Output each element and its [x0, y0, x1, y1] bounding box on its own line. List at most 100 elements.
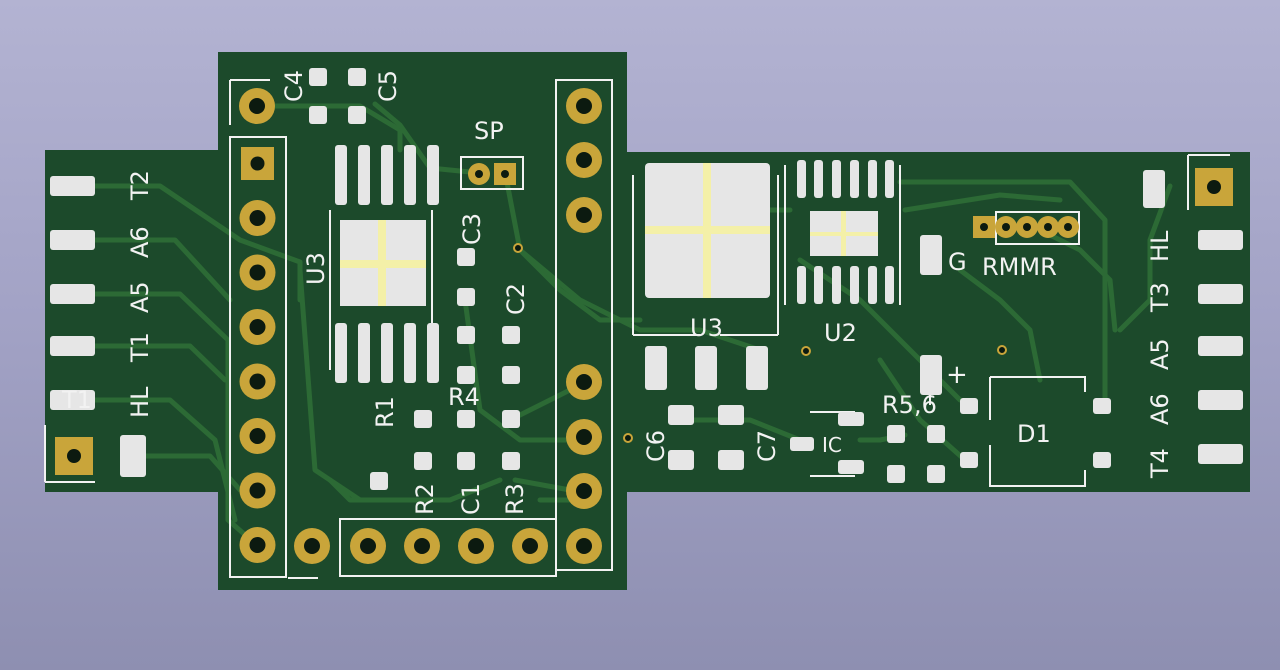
qfn-thermal-pads: [340, 163, 878, 306]
label-left-t1: T1: [126, 332, 154, 363]
smd-pad: [927, 425, 945, 443]
tht-pad-hole: [1044, 223, 1052, 231]
smd-pad: [457, 452, 475, 470]
smd-pad: [1093, 452, 1111, 468]
smd-pads: [50, 68, 1243, 490]
through-hole-pads: [239, 88, 1079, 564]
tht-pad-hole: [414, 538, 430, 554]
smd-pad: [348, 106, 366, 124]
smd-pad: [960, 452, 978, 468]
smd-pad: [746, 346, 768, 390]
smd-pad: [814, 160, 823, 198]
smd-pad: [850, 160, 859, 198]
label-r1: R1: [371, 396, 399, 428]
silkscreen-text: C4 C5 SP U3 C3 C2 R1 R4 R2 C1 R3 T2 A6 A…: [61, 70, 1174, 515]
label-right-t4: T4: [1146, 448, 1174, 479]
square-pads: [55, 147, 1233, 475]
smd-pad: [358, 145, 370, 205]
smd-pad: [668, 450, 694, 470]
smd-pad: [920, 355, 942, 395]
smd-pad: [695, 346, 717, 390]
label-rmmr: RMMR: [982, 253, 1057, 281]
smd-pad: [885, 266, 894, 304]
label-left-t1-bottom: T1: [61, 386, 92, 414]
label-u3-right: U3: [690, 314, 723, 342]
tht-pad-hole: [360, 538, 376, 554]
tht-pad-hole: [576, 483, 592, 499]
label-c5: C5: [374, 70, 402, 102]
label-left-t2: T2: [126, 170, 154, 201]
smd-pad: [427, 323, 439, 383]
label-left-a5: A5: [126, 281, 154, 313]
tht-pad-hole: [576, 98, 592, 114]
tht-pad-hole: [576, 538, 592, 554]
label-plus: +: [946, 360, 968, 390]
smd-pad: [502, 452, 520, 470]
tht-pad-hole: [576, 374, 592, 390]
label-c3: C3: [458, 213, 486, 245]
smd-pad: [50, 230, 95, 250]
label-c1: C1: [457, 483, 485, 515]
smd-pad: [381, 323, 393, 383]
label-d1: D1: [1017, 420, 1051, 448]
smd-pad: [1198, 230, 1243, 250]
smd-pad: [790, 437, 814, 451]
tht-pad-hole: [1064, 223, 1072, 231]
tht-pad-hole: [1023, 223, 1031, 231]
label-c2: C2: [502, 283, 530, 315]
smd-pad: [1198, 390, 1243, 410]
smd-pad: [335, 145, 347, 205]
smd-pad: [927, 465, 945, 483]
tht-pad-hole: [475, 170, 483, 178]
smd-pad: [50, 390, 95, 410]
label-u3-left: U3: [302, 252, 330, 285]
smd-pad: [502, 366, 520, 384]
smd-pad: [120, 435, 146, 477]
smd-pad: [427, 145, 439, 205]
smd-pad: [457, 410, 475, 428]
label-c7: C7: [753, 430, 781, 462]
tht-pad-hole: [576, 429, 592, 445]
tht-pad-hole: [249, 373, 266, 390]
copper-traces: [92, 101, 1173, 549]
smd-pad: [50, 284, 95, 304]
tht-pad-hole: [304, 538, 320, 554]
smd-pad: [309, 68, 327, 86]
smd-pad: [797, 266, 806, 304]
label-right-a6: A6: [1146, 393, 1174, 425]
label-ic: IC: [822, 433, 842, 457]
tht-pad-hole: [249, 98, 265, 114]
tht-pad-hole: [249, 482, 266, 499]
label-right-a5: A5: [1146, 338, 1174, 370]
tht-pad-hole: [249, 210, 266, 226]
smd-pad: [797, 160, 806, 198]
smd-pad: [814, 266, 823, 304]
smd-pad: [404, 323, 416, 383]
tht-pad-hole: [576, 207, 592, 223]
vias: [513, 243, 1007, 443]
smd-pad: [1093, 398, 1111, 414]
smd-pad: [1198, 336, 1243, 356]
tht-pad-hole: [249, 537, 266, 553]
smd-pad: [457, 366, 475, 384]
label-g: G: [948, 248, 967, 276]
label-left-hl: HL: [126, 386, 154, 418]
tht-pad-hole: [249, 319, 266, 335]
smd-pad: [920, 235, 942, 275]
smd-pad: [832, 160, 841, 198]
smd-pad: [718, 405, 744, 425]
tht-pad-hole: [522, 538, 538, 554]
smd-pad: [457, 288, 475, 306]
smd-pad: [502, 326, 520, 344]
label-right-t3: T3: [1146, 282, 1174, 313]
label-r3: R3: [501, 483, 529, 515]
label-right-hl: HL: [1146, 230, 1174, 262]
tht-pad-hole: [249, 264, 266, 281]
smd-pad: [457, 326, 475, 344]
label-sp: SP: [474, 117, 504, 145]
smd-pad: [404, 145, 416, 205]
smd-pad: [887, 425, 905, 443]
label-r56: R5,6: [882, 391, 937, 419]
smd-pad: [370, 472, 388, 490]
